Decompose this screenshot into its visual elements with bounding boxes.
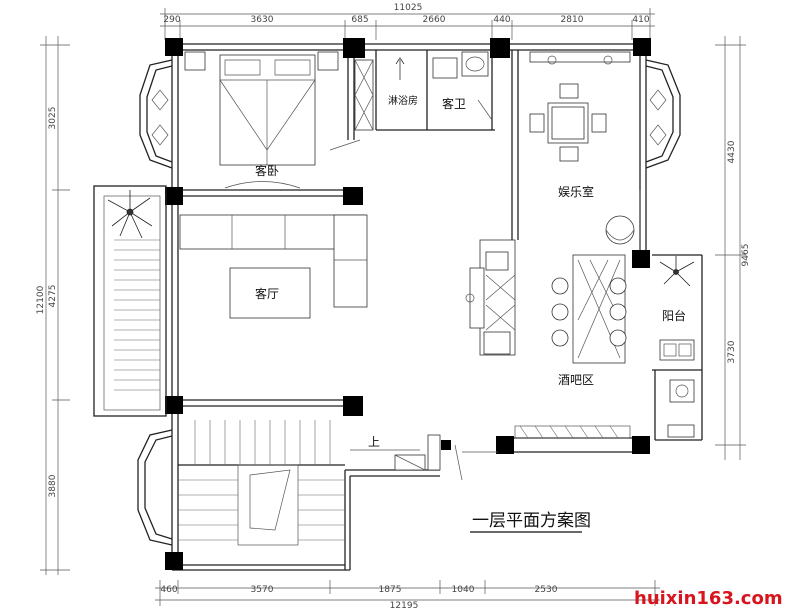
card-table-set [529,83,607,162]
left-dimension-1: 3025 [48,107,58,130]
bottom-dimension-line [155,580,660,606]
nightstand-right [317,51,339,71]
top-dimension-6: 2810 [561,15,584,25]
room-label-bar-area: 酒吧区 [558,373,594,387]
balcony-sink [659,339,695,361]
bottom-dimension-2: 3570 [251,585,274,595]
double-bed [219,54,316,166]
right-total-dimension: 9465 [741,244,751,267]
stair-up-label: 上 [368,435,380,449]
bar-stools [551,277,627,347]
top-dimension-line [160,8,655,40]
left-terrace-steps [93,185,167,417]
top-dimension-1: 290 [163,15,180,25]
room-label-guest-bedroom: 客卧 [255,163,279,178]
nightstand-left [184,51,206,71]
left-dimension-line [40,36,70,575]
bay-window-left-bottom [137,429,173,546]
exterior-walls [171,43,703,571]
entry-partition [427,434,441,471]
bottom-bar-shelf [514,425,631,439]
wash-basin [461,51,489,77]
bottom-dimension-5: 2530 [535,585,558,595]
bath-door [477,99,493,121]
bedroom-door-arc [224,181,301,189]
top-dimension-2: 3630 [251,15,274,25]
top-total-dimension: 11025 [394,3,423,13]
room-label-balcony: 阳台 [662,308,686,323]
left-dimension-3: 3880 [48,474,58,497]
bottom-dimension-3: 1875 [379,585,402,595]
shoe-cabinet [394,454,426,471]
watermark-text: huixin163.com [634,588,783,609]
right-dimension-line [715,36,746,460]
toilet [432,57,458,79]
bottom-dimension-1: 460 [160,585,177,595]
tv-cabinet [529,51,631,65]
bar-cabinet [465,239,516,356]
shower-arrow-icon [395,57,405,80]
plant-icon-terrace [107,190,153,239]
balcony-cabinet [667,424,695,438]
bottom-dimension-4: 1040 [452,585,475,595]
bay-window-right-top [645,59,681,169]
staircase [178,420,420,546]
left-dimension-2: 4275 [48,285,58,308]
room-label-living-room: 客厅 [255,286,279,301]
top-dimension-4: 2660 [423,15,446,25]
top-dimension-3: 685 [351,15,368,25]
structural-columns [165,38,651,570]
right-dimension-1: 4430 [727,140,737,163]
top-dimension-7: 410 [632,15,649,25]
top-dimension-5: 440 [493,15,510,25]
bay-window-left-top [139,59,173,169]
room-label-shower-room: 淋浴房 [388,94,418,107]
washing-machine [669,379,695,403]
coffee-table [229,267,311,319]
left-total-dimension: 12100 [36,285,46,314]
room-label-guest-bath: 客卫 [442,96,466,111]
entry-door-swing [454,444,463,481]
l-shaped-sofa [179,214,368,308]
bedroom-door-swing [329,139,361,151]
balcony-plant-icon [659,256,695,287]
right-dimension-2: 3730 [727,340,737,363]
bottom-total-dimension: 12195 [390,601,419,611]
drawing-title: 一层平面方案图 [472,511,591,531]
room-label-entertainment: 娱乐室 [558,184,594,199]
wardrobe [354,59,374,131]
armchair-round [605,215,635,245]
